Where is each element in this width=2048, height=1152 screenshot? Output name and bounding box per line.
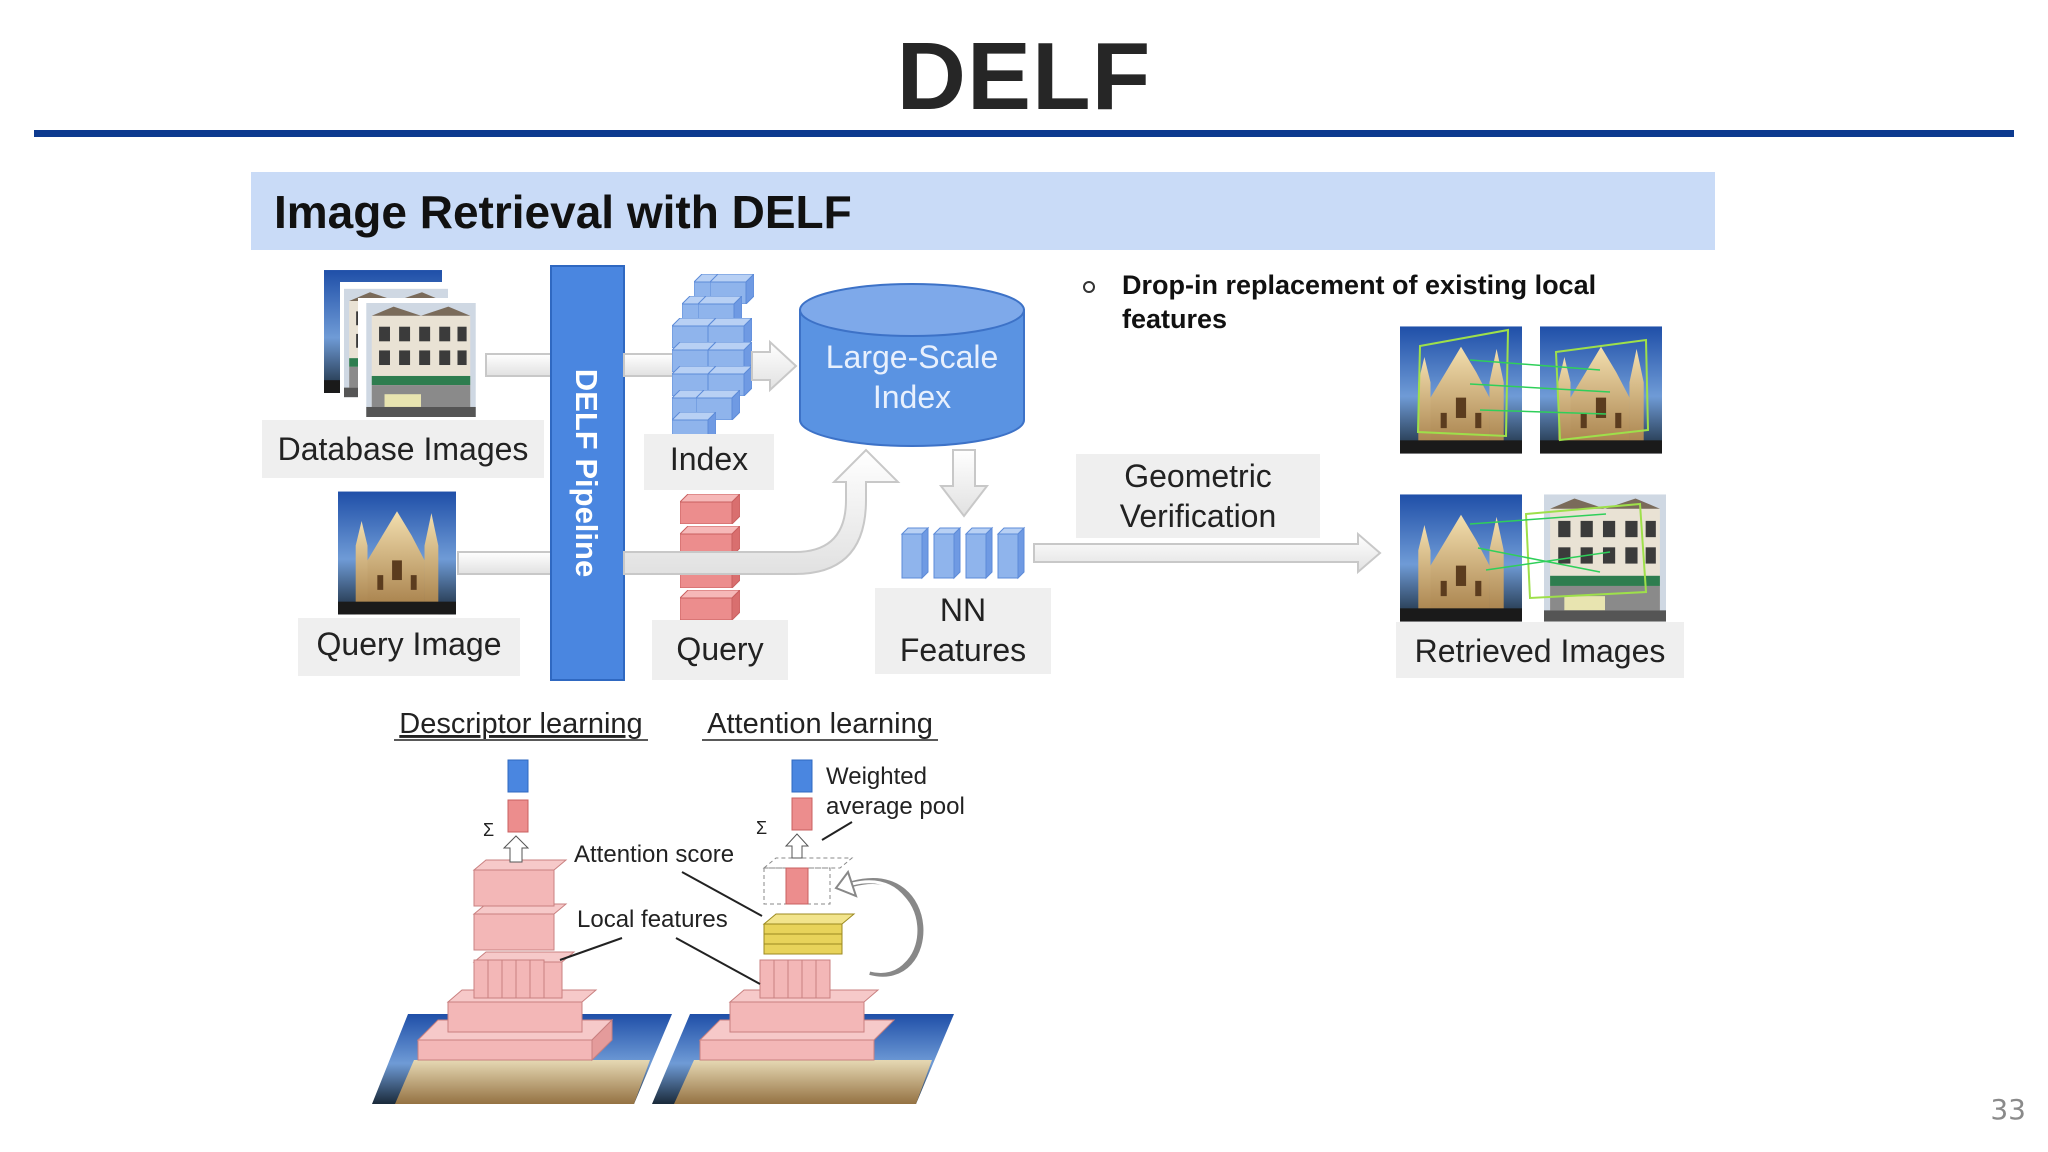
title-rule bbox=[34, 130, 2014, 137]
geometric-verification-box bbox=[1076, 454, 1320, 538]
bullet-marker bbox=[1083, 281, 1095, 293]
query-image-label-box bbox=[298, 618, 520, 676]
nn-to-retrieved-arrow bbox=[1033, 531, 1382, 575]
bullet-line2: features bbox=[1122, 304, 1227, 334]
query-arrow bbox=[457, 551, 555, 575]
query-label-box bbox=[652, 620, 788, 680]
nn-features-label-box bbox=[875, 588, 1051, 674]
index-features bbox=[672, 274, 754, 442]
local-features-pointer-right bbox=[675, 937, 761, 985]
database-label-box bbox=[262, 420, 544, 478]
match-pair-top bbox=[1400, 326, 1662, 454]
database-images bbox=[324, 270, 484, 420]
large-scale-index bbox=[799, 283, 1025, 447]
retrieved-images-label: Retrieved Images bbox=[1415, 633, 1666, 669]
attention-score-pointer bbox=[681, 871, 763, 917]
large-scale-index-line2: Index bbox=[873, 379, 951, 415]
local-features-label: Local features bbox=[577, 906, 728, 933]
index-to-nn-arrow bbox=[938, 449, 990, 518]
query-label: Query bbox=[676, 631, 763, 667]
descriptor-learning-heading: Descriptor learning bbox=[399, 708, 642, 740]
bullet-line1: Drop-in replacement of existing local bbox=[1122, 270, 1596, 300]
attention-pyramid bbox=[652, 759, 954, 1104]
database-images-label: Database Images bbox=[278, 431, 529, 467]
weighted-pool-line1: Weighted bbox=[826, 763, 927, 790]
figure-header: Image Retrieval with DELF bbox=[274, 186, 852, 238]
delf-pipeline-bar bbox=[550, 265, 625, 681]
geometric-verification-line2: Verification bbox=[1120, 498, 1277, 534]
pipeline-to-index-arrow bbox=[623, 353, 677, 377]
figure-header-band bbox=[251, 172, 1715, 250]
large-scale-index-line1: Large-Scale bbox=[826, 339, 999, 375]
slide-title: DELF bbox=[896, 23, 1152, 130]
nn-features-line1: NN bbox=[940, 592, 986, 628]
query-to-index-arrow bbox=[623, 448, 901, 575]
database-arrow bbox=[485, 353, 555, 377]
delf-pipeline-label: DELF Pipeline bbox=[569, 369, 604, 577]
match-pair-bottom bbox=[1400, 494, 1666, 622]
attention-score-label: Attention score bbox=[574, 841, 734, 868]
geometric-verification-line1: Geometric bbox=[1124, 458, 1272, 494]
attention-sigma: Σ bbox=[756, 818, 767, 838]
index-label-box bbox=[644, 434, 774, 490]
index-label: Index bbox=[670, 441, 748, 477]
index-to-storage-arrow bbox=[751, 339, 798, 393]
weighted-pool-pointer bbox=[821, 821, 853, 841]
weighted-pool-line2: average pool bbox=[826, 793, 965, 820]
nn-features-line2: Features bbox=[900, 632, 1026, 668]
attention-learning-heading: Attention learning bbox=[707, 708, 933, 740]
page-number: 33 bbox=[1990, 1093, 2026, 1126]
descriptor-pyramid bbox=[372, 759, 672, 1104]
local-features-pointer-left bbox=[559, 937, 623, 961]
retrieved-label-box bbox=[1396, 622, 1684, 678]
query-image-label: Query Image bbox=[317, 626, 502, 662]
query-image bbox=[338, 491, 456, 615]
nn-features bbox=[900, 526, 1026, 580]
descriptor-sigma: Σ bbox=[483, 820, 494, 840]
